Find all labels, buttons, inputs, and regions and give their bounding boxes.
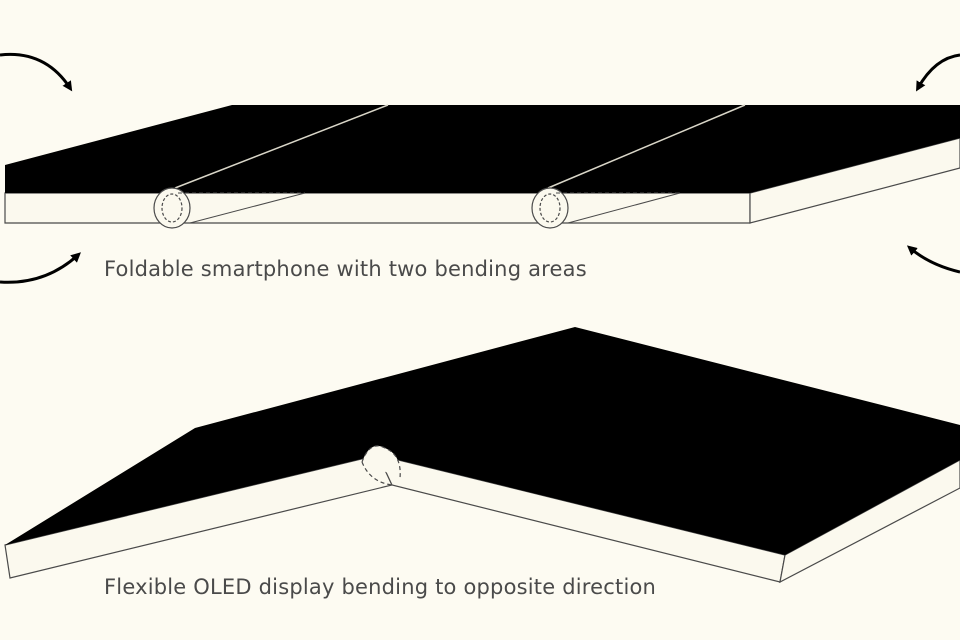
flexible-oled-display — [4, 327, 960, 584]
oled-side-edge — [779, 459, 960, 584]
foldable-phone-two-hinges — [4, 104, 960, 229]
curved-arrow-icon — [916, 53, 960, 92]
curved-arrow-icon — [0, 252, 81, 284]
curved-arrow-icon — [0, 52, 73, 92]
hinge-left — [153, 187, 306, 229]
bending-arrows — [0, 52, 960, 284]
hinge-right — [531, 187, 681, 229]
phone-front-edge — [4, 192, 751, 224]
fold-line-right — [547, 104, 746, 189]
curved-arrow-icon — [906, 245, 960, 274]
phone-screen-surface — [5, 105, 960, 193]
fold-line-left — [174, 104, 389, 189]
oled-screen-surface — [5, 327, 960, 555]
caption-opposite-bending: Flexible OLED display bending to opposit… — [104, 575, 657, 599]
caption-two-bending-areas: Foldable smartphone with two bending are… — [104, 257, 587, 281]
oled-bend-area — [361, 445, 401, 486]
